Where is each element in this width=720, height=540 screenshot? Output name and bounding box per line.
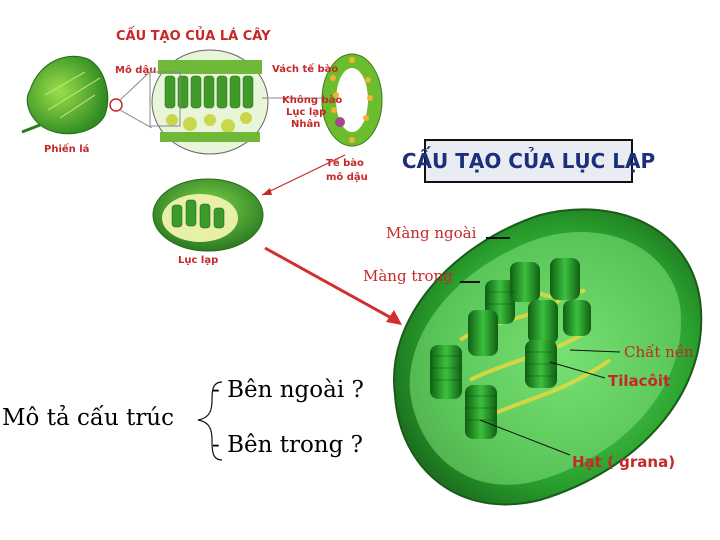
question-item-inside: - Bên trong ? — [212, 432, 363, 458]
leaf-diagram-title: CẤU TẠO CỦA LÁ CÂY — [116, 26, 271, 44]
leader-tilacoit — [549, 361, 606, 379]
leaf-label-luc-lap: Lục lạp — [286, 107, 326, 118]
leaf-illustration — [21, 55, 123, 135]
connector-leaf-to-section-top — [119, 69, 153, 101]
leaf-label-te-bao-line1: Tế bào — [326, 156, 364, 169]
big-chloroplast — [393, 208, 703, 506]
label-hat-grana: Hạt ( grana) — [572, 453, 675, 471]
leader-chat-nen — [569, 349, 621, 353]
leaf-label-phien-la: Phiến lá — [44, 142, 89, 155]
leaf-label-mo-dau: Mô dậu — [115, 64, 156, 76]
label-tilacoit: Tilacôit — [608, 372, 670, 390]
leaf-cross-section — [149, 49, 269, 155]
question-prompt: Mô tả cấu trúc — [2, 405, 175, 431]
palisade-cell — [321, 53, 383, 147]
leaf-label-vach-te-bao: Vách tế bào — [272, 62, 338, 75]
question-brace — [197, 381, 223, 461]
label-chat-nen: Chất nền — [624, 343, 694, 361]
red-arrow-cell-to-chloroplast — [261, 154, 346, 196]
leaf-label-luc-lap-bottom: Lục lạp — [178, 255, 218, 266]
label-mang-trong: Màng trong — [363, 267, 453, 285]
red-arrow-to-big-chloroplast — [264, 246, 396, 322]
leader-hat-grana — [479, 419, 571, 456]
chloroplast-title: CẤU TẠO CỦA LỤC LẠP — [402, 139, 655, 183]
small-chloroplast — [152, 178, 264, 252]
connector-leaf-to-section-bottom — [119, 109, 153, 129]
leaf-label-khong-bao: Không bào — [282, 94, 342, 106]
leaf-label-nhan: Nhân — [291, 118, 320, 130]
label-mang-ngoai: Màng ngoài — [386, 224, 477, 242]
question-item-outside: - Bên ngoài ? — [212, 377, 364, 403]
leaf-label-te-bao-line2: mô dậu — [326, 171, 368, 183]
